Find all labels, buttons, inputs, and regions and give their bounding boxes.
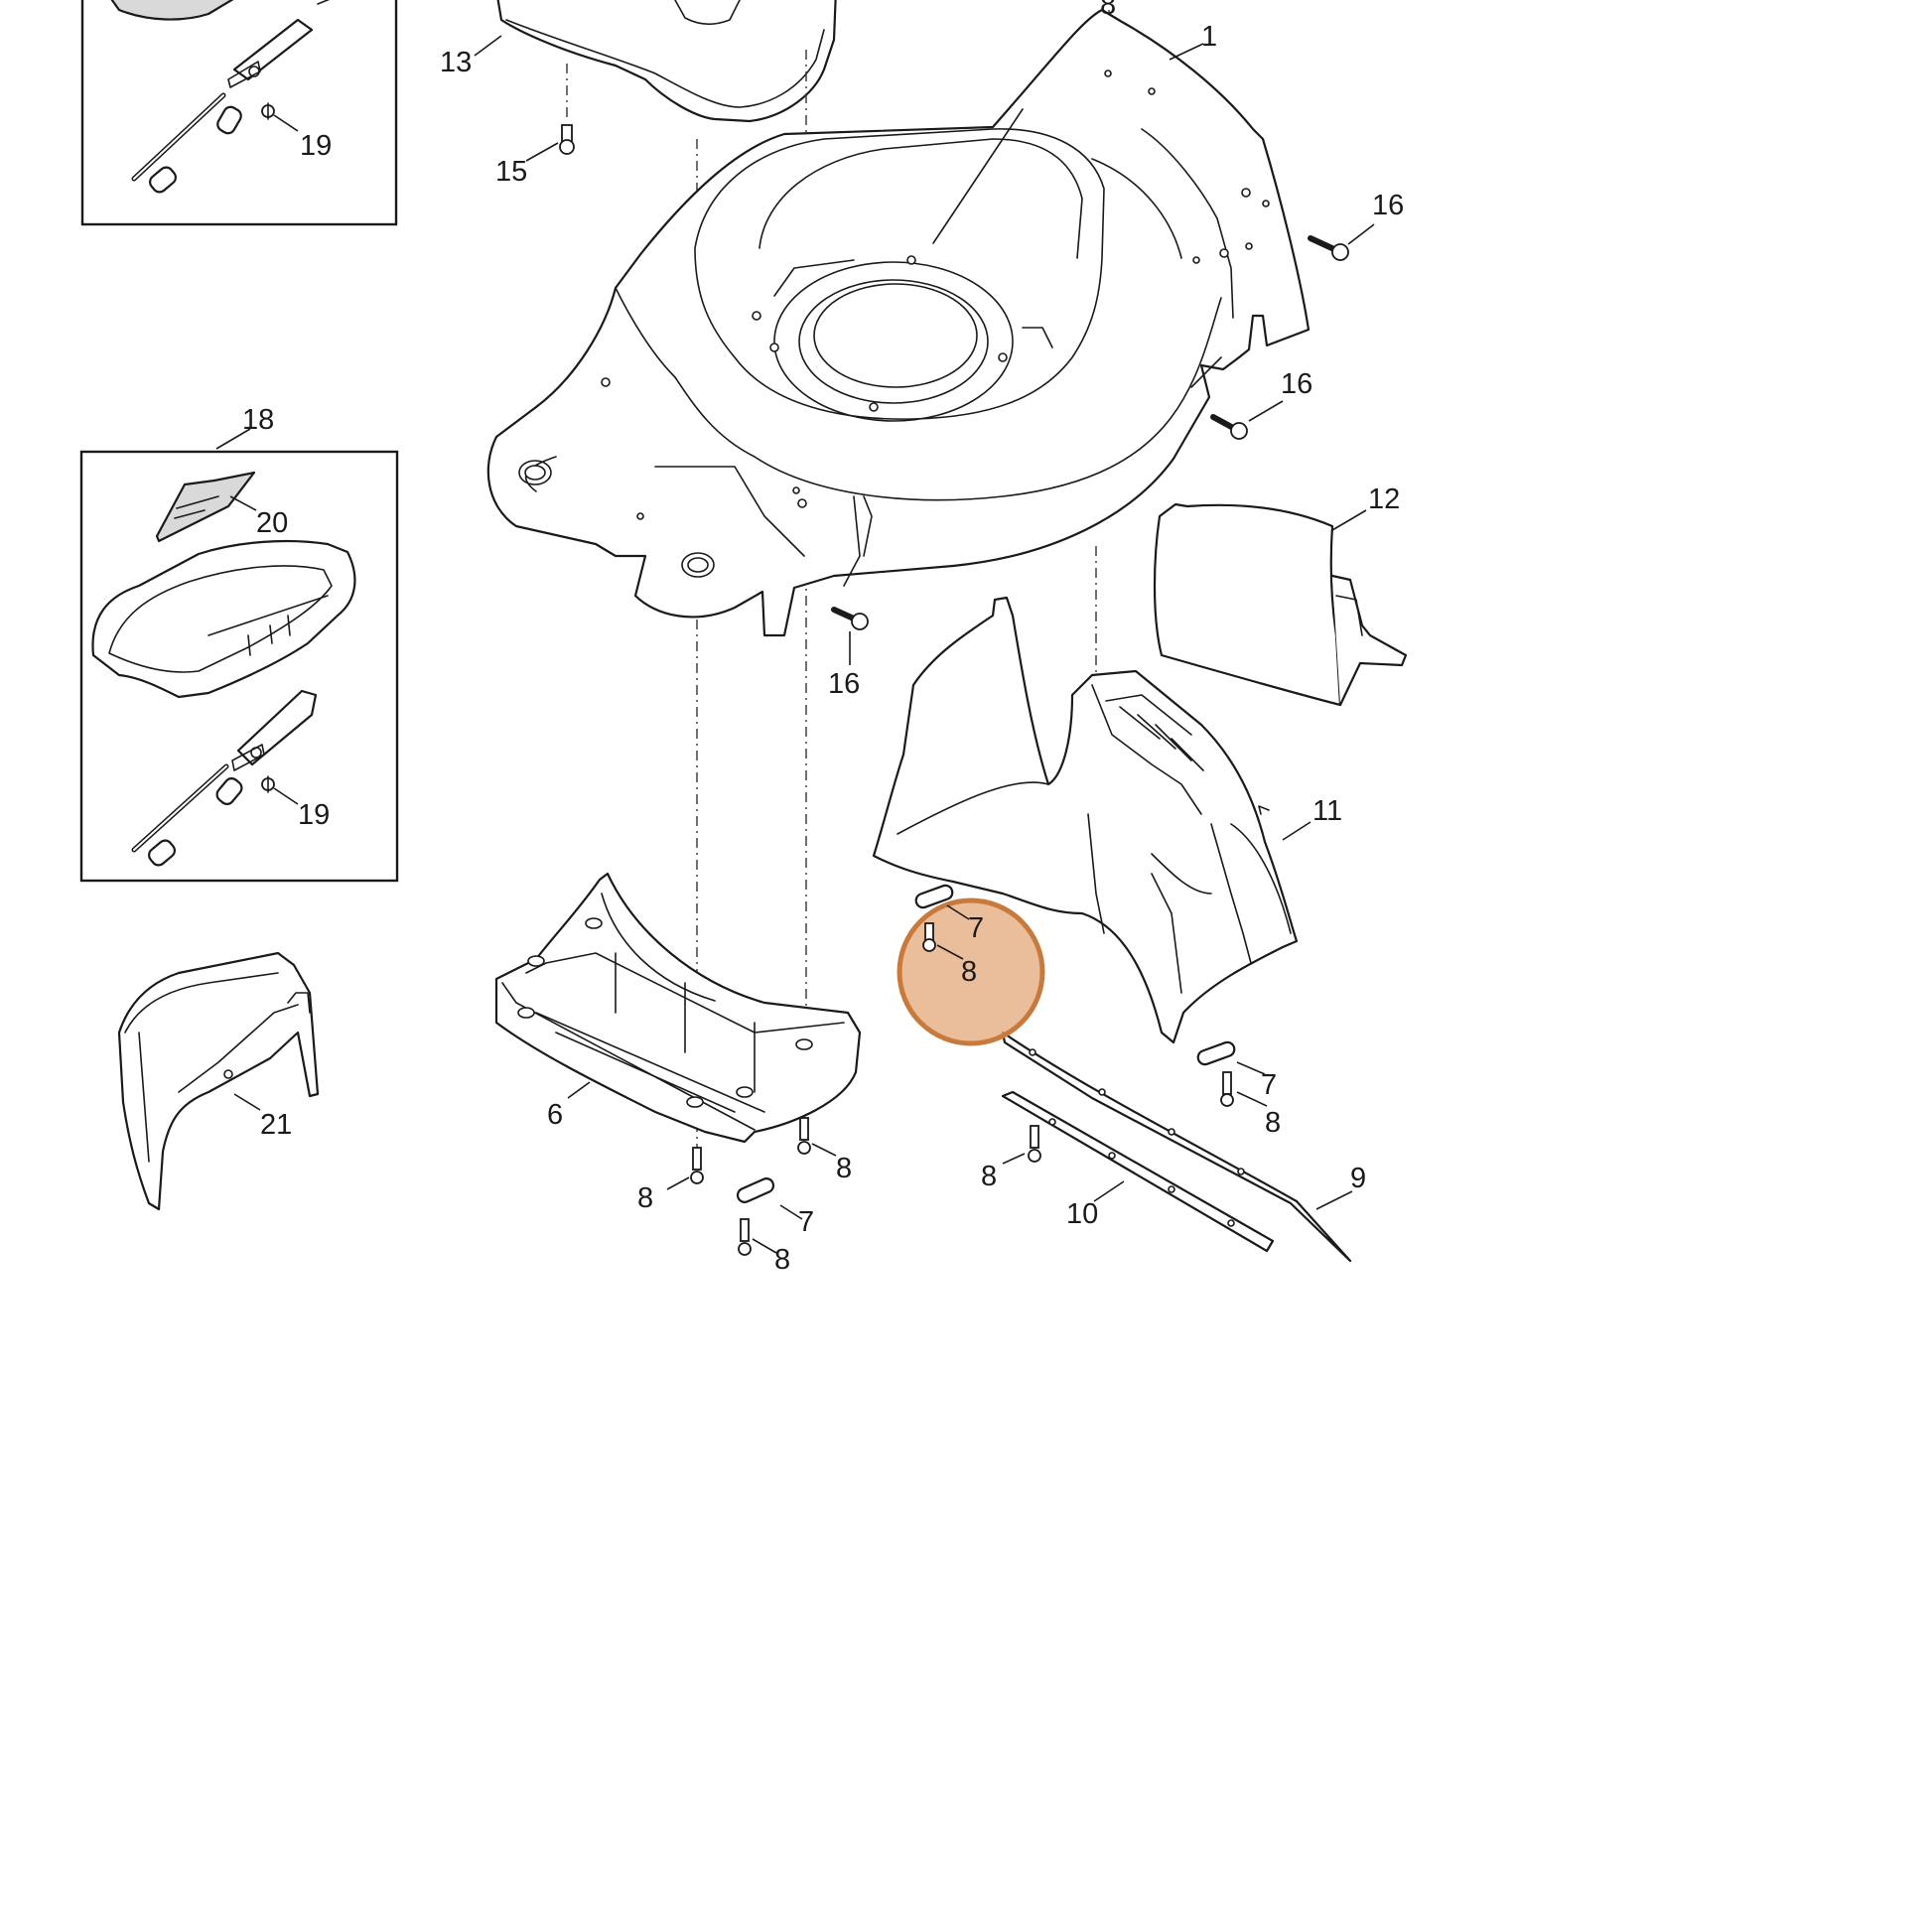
part-10-strip: 10 [1001,1090,1275,1253]
part-18-cover [91,539,356,699]
screw-15: 15 [495,124,575,188]
callout-6[interactable]: 6 [547,1099,563,1131]
part-1-mower-deck: 1 8 [486,0,1311,637]
plate-7-right: 7 [1196,1040,1277,1101]
callout-7-a[interactable]: 7 [798,1206,814,1238]
callout-15[interactable]: 15 [495,156,527,188]
screw-16-right-mid: 16 [1210,368,1312,440]
callout-1[interactable]: 1 [1201,21,1217,53]
inset-box-18: 18 20 19 [79,404,399,883]
callout-9[interactable]: 9 [1350,1163,1366,1194]
deck-holes [518,69,1270,578]
callout-16-b[interactable]: 16 [1281,368,1312,400]
callout-8-c[interactable]: 8 [774,1244,790,1276]
screw-16-bottom: 16 [828,607,869,700]
callout-7-c[interactable]: 7 [1261,1069,1277,1101]
part-11-chute: 11 [872,596,1342,1044]
callout-13[interactable]: 13 [440,47,472,78]
callout-16-a[interactable]: 16 [1372,190,1404,221]
screw-8-frame-c: 8 [738,1218,790,1276]
screw-icon [261,102,275,120]
callout-8-top[interactable]: 8 [1100,0,1116,21]
screw-8-strip: 8 [981,1125,1041,1192]
callout-7-b[interactable]: 7 [968,912,984,944]
highlight-circle[interactable] [897,897,1045,1046]
callout-8-b[interactable]: 8 [836,1153,852,1184]
screw-8-frame-a: 8 [637,1147,704,1214]
callout-8-a[interactable]: 8 [637,1182,653,1214]
screw-16-right-top: 16 [1308,190,1404,261]
plate-7-frame: 7 [736,1177,814,1238]
callout-12[interactable]: 12 [1368,483,1400,515]
part-6-frame: 6 [494,872,862,1144]
part-20-label: 20 [155,471,288,543]
callout-18[interactable]: 18 [242,404,274,436]
callout-20[interactable]: 20 [256,507,288,539]
screw-8-frame-b: 8 [797,1117,852,1184]
callout-19-b[interactable]: 19 [298,799,330,831]
callout-16-c[interactable]: 16 [828,668,860,700]
callout-11[interactable]: 11 [1312,795,1342,827]
highlight-target-8[interactable]: 7 8 [897,884,1045,1046]
part-13-cover: 13 [440,0,837,123]
callout-21[interactable]: 21 [260,1109,292,1141]
part-9-strip: 9 [1001,1031,1366,1263]
callout-8-e[interactable]: 8 [1265,1107,1281,1139]
callout-10[interactable]: 10 [1066,1198,1098,1230]
inset-box-top: 19 [80,0,398,226]
screw-icon [261,775,275,793]
part-12-flap: 12 [1153,483,1408,707]
part-21-hood: 21 [117,951,320,1211]
screw-8-right: 8 [1220,1071,1281,1139]
callout-8-f[interactable]: 8 [981,1161,997,1192]
callout-8-d[interactable]: 8 [961,956,977,988]
callout-19-top[interactable]: 19 [300,130,332,162]
